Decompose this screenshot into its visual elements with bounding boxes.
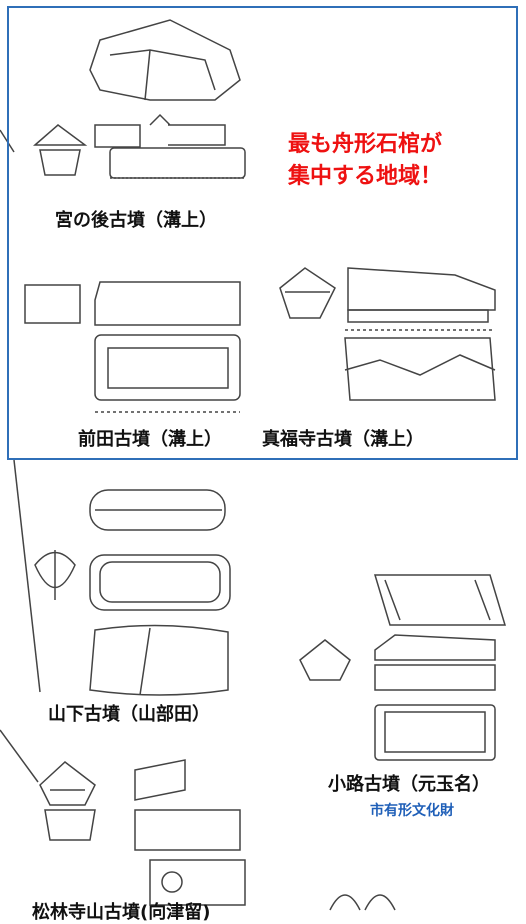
designation-badge: 市有形文化財	[370, 803, 454, 819]
label-maeda: 前田古墳（溝上）	[78, 429, 222, 450]
yamashita-drawing	[34, 489, 231, 696]
featured-region-frame	[7, 6, 518, 460]
callout-line-2: 集中する地域！	[288, 164, 443, 189]
label-shorinjiyama: 松林寺山古墳(向津留)	[32, 902, 211, 923]
label-komichi: 小路古墳（元玉名）	[328, 774, 490, 795]
komichi-drawing	[299, 574, 507, 761]
label-shinpukuji: 真福寺古墳（溝上）	[262, 429, 424, 450]
label-yamashita: 山下古墳（山部田）	[48, 704, 210, 725]
shorinjiyama-drawing	[39, 759, 396, 911]
label-miyanoushiro: 宮の後古墳（溝上）	[55, 210, 217, 231]
pointer-line-bottom	[0, 729, 39, 783]
shinpukuji-drawing	[279, 267, 496, 401]
miyanoushiro-drawing	[32, 19, 246, 179]
maeda-drawing	[24, 281, 241, 413]
callout-line-1: 最も舟形石棺が	[288, 132, 443, 157]
pointer-line-middle	[13, 459, 41, 693]
